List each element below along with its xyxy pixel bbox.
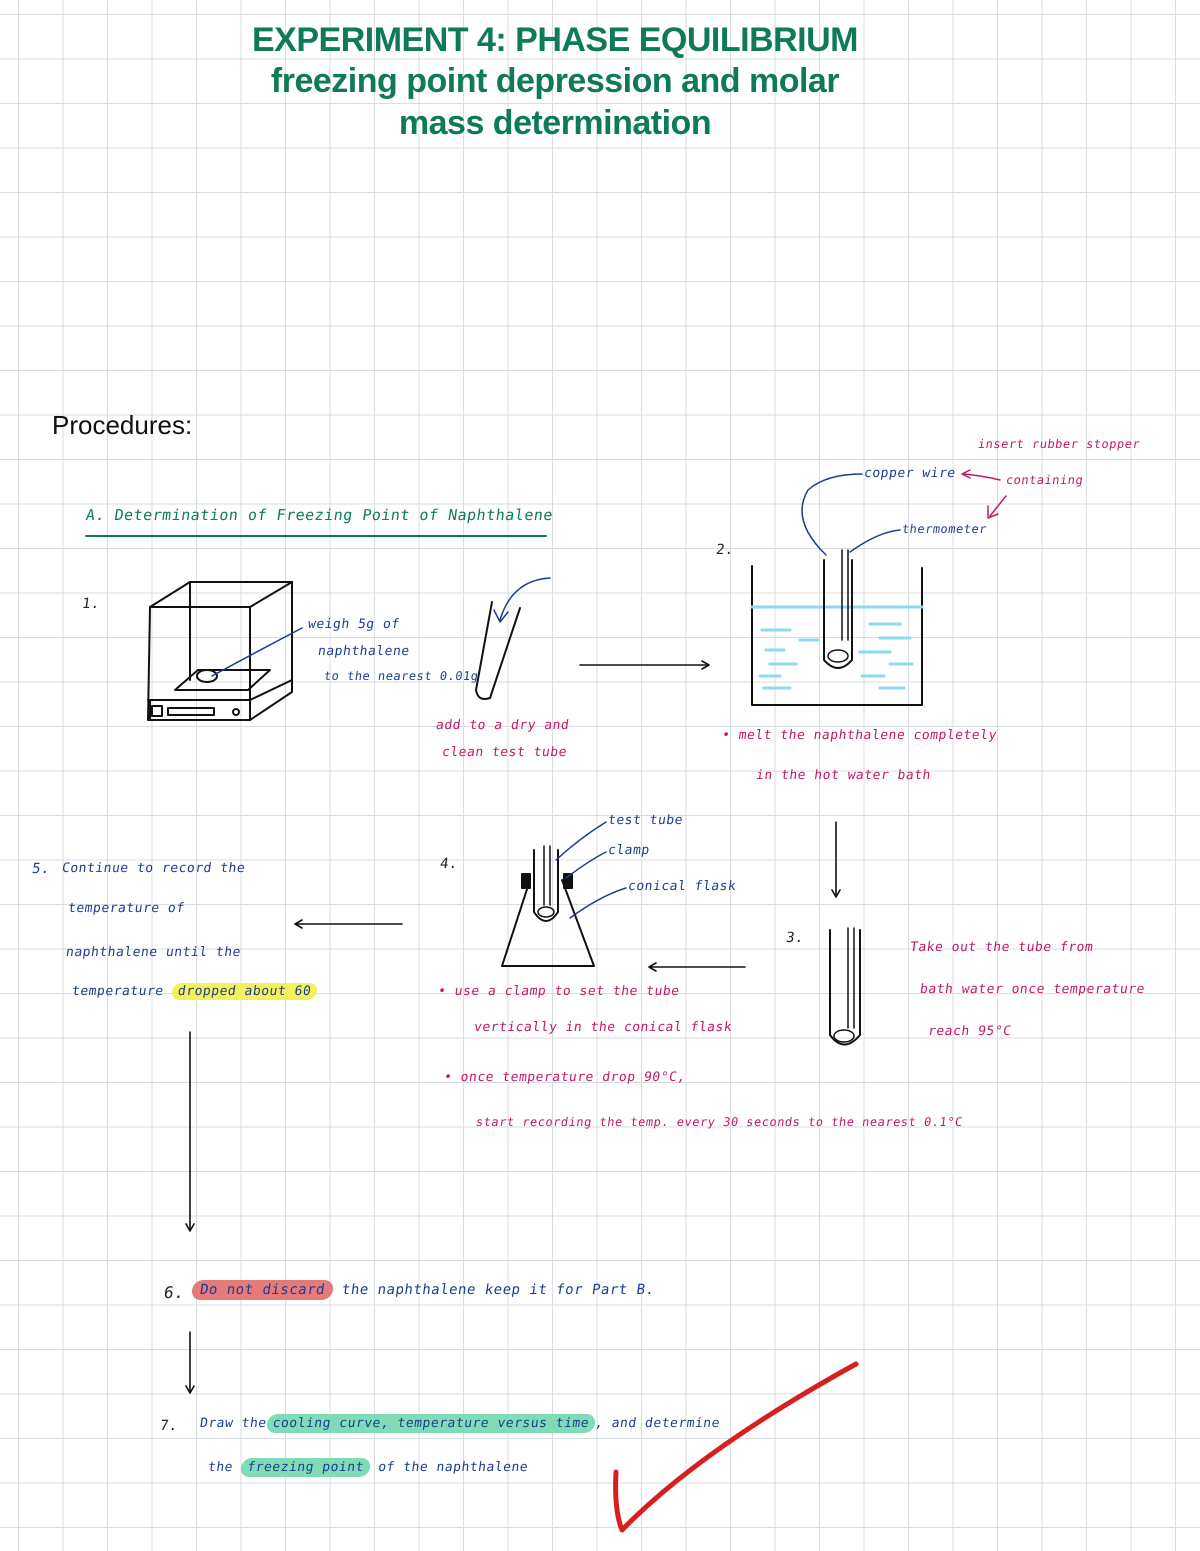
step1-weigh-line2: naphthalene — [316, 644, 411, 659]
step7-line2-highlight: freezing point — [239, 1458, 372, 1477]
test-tube-step3-icon — [829, 927, 861, 1046]
once-temp-line1: • once temperature drop 90°C, — [442, 1070, 687, 1085]
once-temp-line2: start recording the temp. every 30 secon… — [475, 1115, 964, 1129]
conical-flask-icon — [501, 845, 595, 967]
step7-line1-pre: Draw the — [198, 1416, 268, 1431]
step6-rest: the naphthalene keep it for Part B. — [340, 1282, 656, 1298]
step1-weigh-line3: to the nearest 0.01g — [323, 669, 480, 683]
step1-add-line2: clean test tube — [440, 745, 568, 760]
title-line-2: freezing point depression and molar — [270, 62, 840, 100]
step7-line2: the freezing point of the naphthalene — [206, 1458, 530, 1477]
step5-number: 5. — [30, 861, 51, 877]
use-clamp-line1: • use a clamp to set the tube — [436, 984, 681, 999]
step3-number: 3. — [784, 930, 805, 946]
step5-line4-pre: temperature — [70, 984, 165, 999]
step6-highlight: Do not discard — [190, 1280, 335, 1300]
balance-icon — [147, 581, 293, 721]
step1-add-line1: add to a dry and — [434, 718, 571, 733]
step5-line3: naphthalene until the — [64, 945, 242, 960]
title-line-3: mass determination — [398, 104, 712, 142]
step1-number: 1. — [80, 596, 101, 612]
take-out-line1: Take out the tube from — [908, 940, 1095, 955]
step5-line4: temperature dropped about 60 — [70, 983, 319, 1000]
test-tube-icon — [475, 601, 521, 700]
step4-number: 4. — [438, 856, 459, 872]
melt-line1: • melt the naphthalene completely — [720, 728, 998, 743]
step2-number: 2. — [714, 542, 735, 558]
checkmark-icon — [613, 1361, 859, 1533]
page-title: EXPERIMENT 4: PHASE EQUILIBRIUM freezing… — [0, 20, 1110, 144]
insert-stopper-line2: containing — [1005, 473, 1085, 487]
thermometer-label: thermometer — [901, 522, 988, 536]
step7-line1-post: , and determine — [593, 1416, 722, 1431]
step7-line2-pre: the — [206, 1460, 235, 1475]
step1-weigh-line1: weigh 5g of — [306, 617, 401, 632]
clamp-label: clamp — [606, 843, 651, 858]
melt-line2: in the hot water bath — [754, 768, 932, 783]
step7-line2-post: of the naphthalene — [377, 1460, 530, 1475]
procedures-heading: Procedures: — [52, 410, 193, 440]
title-line-1: EXPERIMENT 4: PHASE EQUILIBRIUM — [251, 21, 859, 59]
step7-number: 7. — [158, 1418, 179, 1434]
step6-number: 6. — [162, 1283, 186, 1302]
step5-highlight: dropped about 60 — [170, 983, 319, 1000]
copper-wire-label: copper wire — [862, 466, 957, 481]
section-a-title: A. Determination of Freezing Point of Na… — [84, 506, 555, 524]
take-out-line2: bath water once temperature — [918, 982, 1146, 997]
step5-line1: Continue to record the — [60, 861, 247, 876]
step7-line1-highlight: cooling curve, temperature versus time — [265, 1414, 597, 1433]
take-out-line3: reach 95°C — [926, 1024, 1013, 1039]
test-tube-label: test tube — [606, 813, 685, 828]
use-clamp-line2: vertically in the conical flask — [472, 1020, 734, 1035]
step6-line: Do not discard the naphthalene keep it f… — [190, 1280, 656, 1300]
conical-flask-label: conical flask — [626, 879, 738, 894]
insert-stopper-line1: insert rubber stopper — [977, 437, 1142, 451]
water-bath-icon — [750, 549, 924, 706]
step5-line2: temperature of — [66, 901, 186, 916]
